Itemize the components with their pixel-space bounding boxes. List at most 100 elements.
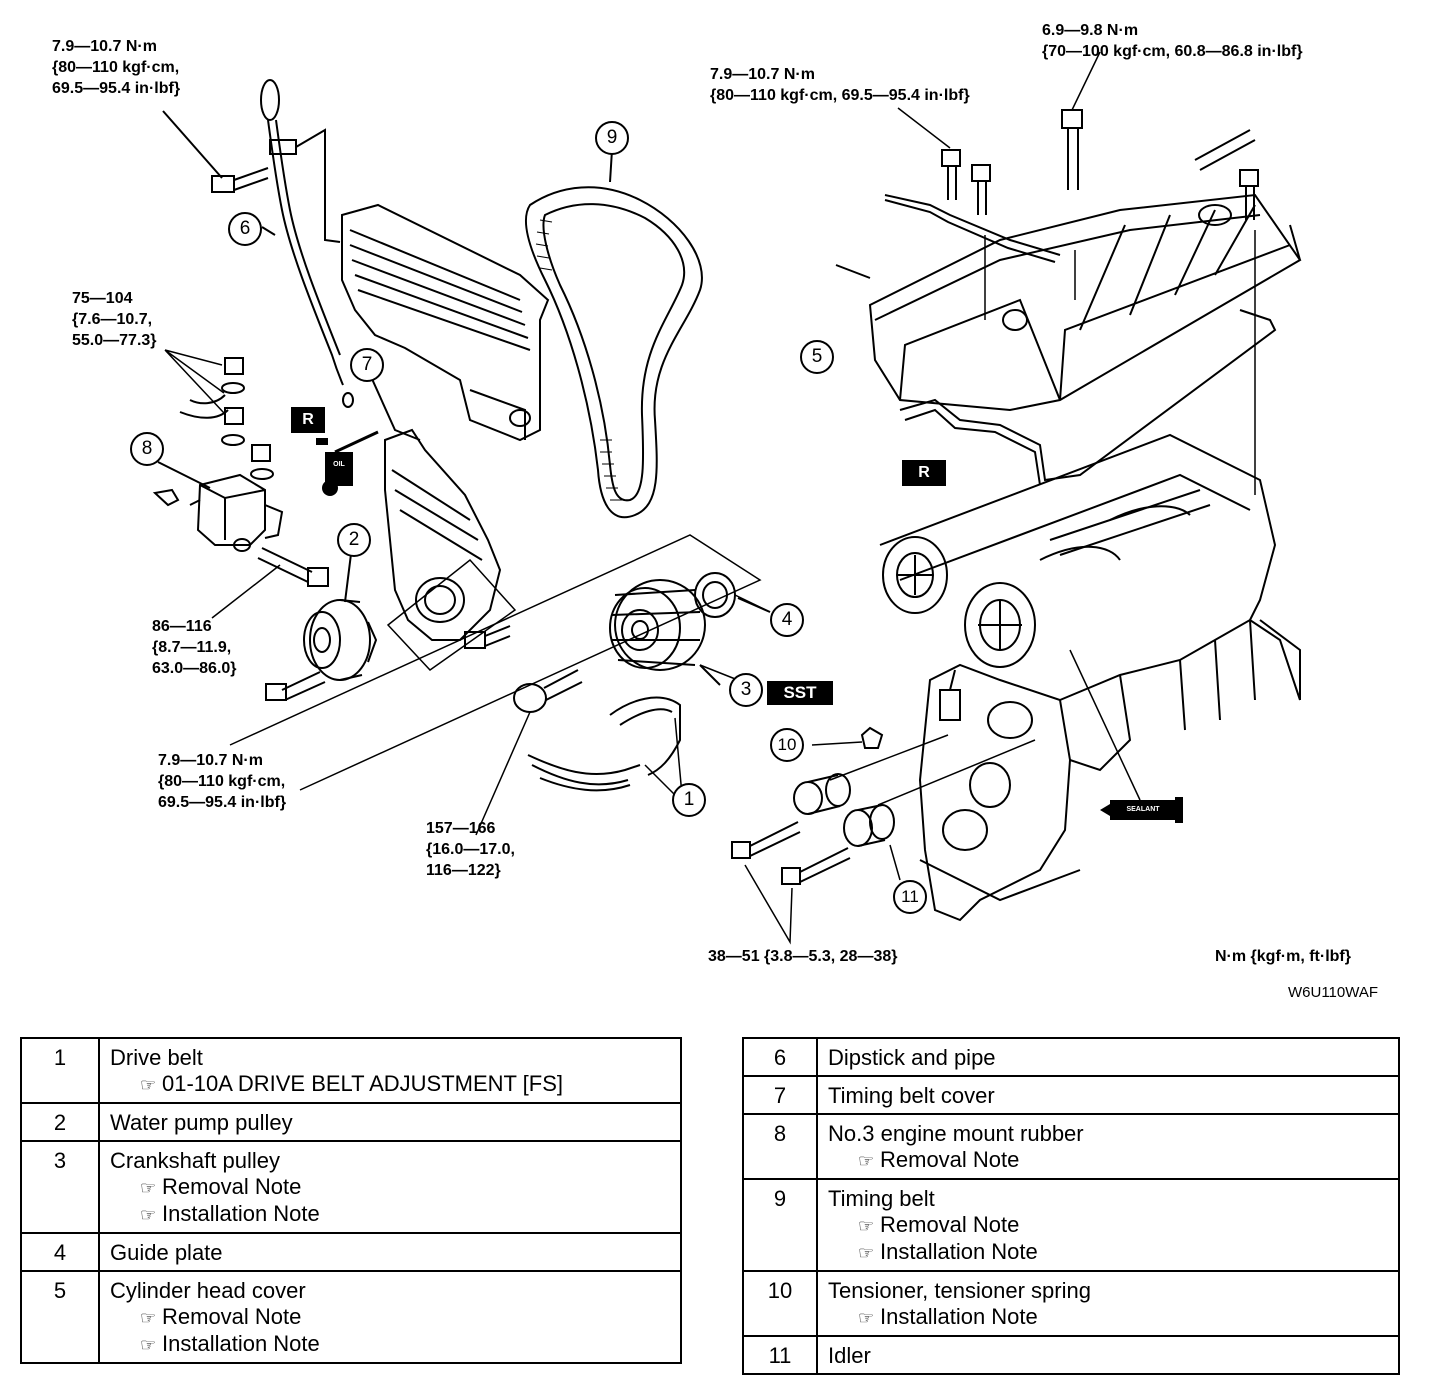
part-number: 10 [742,1270,818,1337]
part-reference-link[interactable]: ☞Removal Note [110,1174,670,1201]
lower-timing-cover [384,428,517,671]
timing-belt [524,186,703,519]
part-number: 5 [20,1270,100,1364]
part-description: Drive belt☞01-10A DRIVE BELT ADJUSTMENT … [98,1037,682,1104]
unit-note: N·m {kgf·m, ft·lbf} [1215,948,1351,965]
part-name: Water pump pulley [110,1110,293,1135]
callout-2: 2 [337,523,371,557]
sealant-label: SEALANT [1126,806,1160,813]
callout-3: 3 [729,673,763,707]
part-reference-text: Installation Note [880,1304,1038,1329]
upper-timing-cover [341,203,550,442]
part-reference-link[interactable]: ☞01-10A DRIVE BELT ADJUSTMENT [FS] [110,1071,670,1098]
part-reference-text: Installation Note [162,1331,320,1356]
part-description: No.3 engine mount rubber☞Removal Note [816,1113,1400,1180]
callout-9: 9 [595,121,629,155]
part-number: 6 [742,1037,818,1077]
mount-nuts [179,357,274,480]
part-description: Cylinder head cover☞Removal Note☞Install… [98,1270,682,1364]
hand-pointer-icon: ☞ [858,1151,875,1171]
idler [843,739,1036,881]
sealant-tube-shape [1100,797,1183,823]
oil-label: OIL [333,461,345,468]
callout-6: 6 [228,212,262,246]
drive-belt [527,696,681,792]
part-description: Timing belt cover [816,1075,1400,1115]
guide-plate [694,572,736,618]
part-number: 9 [742,1178,818,1272]
dipstick [260,79,354,408]
torque-dipstick-bolt: 7.9—10.7 N·m {80—110 kgf·cm, 69.5—95.4 i… [52,38,181,97]
part-reference-link[interactable]: ☞Installation Note [828,1304,1388,1331]
belt-area-line [229,534,762,791]
crankshaft-pulley [609,579,706,671]
tensioner [793,726,949,815]
mount-bolt [211,547,329,619]
part-name: No.3 engine mount rubber [828,1121,1084,1146]
part-reference-text: Installation Note [880,1239,1038,1264]
exploded-diagram [152,51,1302,945]
part-reference-link[interactable]: ☞Installation Note [110,1331,670,1358]
torque-tensioner-bolts: 38—51 {3.8—5.3, 28—38} [708,948,898,965]
torque-mount-nuts: 75—104 {7.6—10.7, 55.0—77.3} [72,290,157,349]
parts-row: 4 Guide plate [20,1232,682,1272]
part-reference-link[interactable]: ☞Installation Note [110,1201,670,1228]
part-number: 1 [20,1037,100,1104]
part-name: Crankshaft pulley [110,1148,280,1173]
hand-pointer-icon: ☞ [140,1308,157,1328]
sst-tag: SST [767,681,833,705]
hand-pointer-icon: ☞ [140,1335,157,1355]
callout-1: 1 [672,783,706,817]
sealant-tube [1069,649,1141,801]
part-description: Dipstick and pipe [816,1037,1400,1077]
part-name: Timing belt [828,1186,935,1211]
hand-pointer-icon: ☞ [858,1243,875,1263]
cylinder-head-cover [868,193,1302,412]
torque-cover-bolts: 7.9—10.7 N·m {80—110 kgf·cm, 69.5—95.4 i… [158,752,287,811]
engine-block [879,433,1301,922]
replace-tag-2: R [902,460,946,486]
engine-mount [152,473,284,552]
part-number: 7 [742,1075,818,1115]
part-description: Crankshaft pulley☞Removal Note☞Installat… [98,1140,682,1234]
part-name: Idler [828,1343,871,1368]
part-number: 8 [742,1113,818,1180]
callout-10: 10 [770,728,804,762]
torque-crank-bolt: 157—166 {16.0—17.0, 116—122} [426,820,515,879]
dipstick-bolt [162,110,269,193]
hand-pointer-icon: ☞ [858,1308,875,1328]
hand-pointer-icon: ☞ [140,1178,157,1198]
part-name: Timing belt cover [828,1083,995,1108]
part-number: 4 [20,1232,100,1272]
part-name: Cylinder head cover [110,1278,306,1303]
hand-pointer-icon: ☞ [858,1216,875,1236]
head-cover-bolts [941,109,1259,220]
part-reference-link[interactable]: ☞Removal Note [828,1212,1388,1239]
torque-head-cover-bolt-2: 6.9—9.8 N·m {70—100 kgf·cm, 60.8—86.8 in… [1042,22,1303,60]
parts-row: 7 Timing belt cover [742,1075,1400,1115]
part-reference-link[interactable]: ☞Removal Note [828,1147,1388,1174]
part-reference-link[interactable]: ☞Installation Note [828,1239,1388,1266]
part-reference-text: Removal Note [880,1212,1020,1237]
callout-7: 7 [350,348,384,382]
head-cover-gasket [899,309,1277,486]
part-reference-text: Removal Note [162,1304,302,1329]
part-name: Guide plate [110,1240,223,1265]
timing-belt-teeth [535,219,622,501]
cover-bolt [464,631,486,649]
callout-4: 4 [770,603,804,637]
callout-11: 11 [893,880,927,914]
part-reference-link[interactable]: ☞Removal Note [110,1304,670,1331]
part-description: Timing belt☞Removal Note☞Installation No… [816,1178,1400,1272]
callout-8: 8 [130,432,164,466]
torque-head-cover-bolt: 7.9—10.7 N·m {80—110 kgf·cm, 69.5—95.4 i… [710,66,970,104]
part-description: Tensioner, tensioner spring☞Installation… [816,1270,1400,1337]
